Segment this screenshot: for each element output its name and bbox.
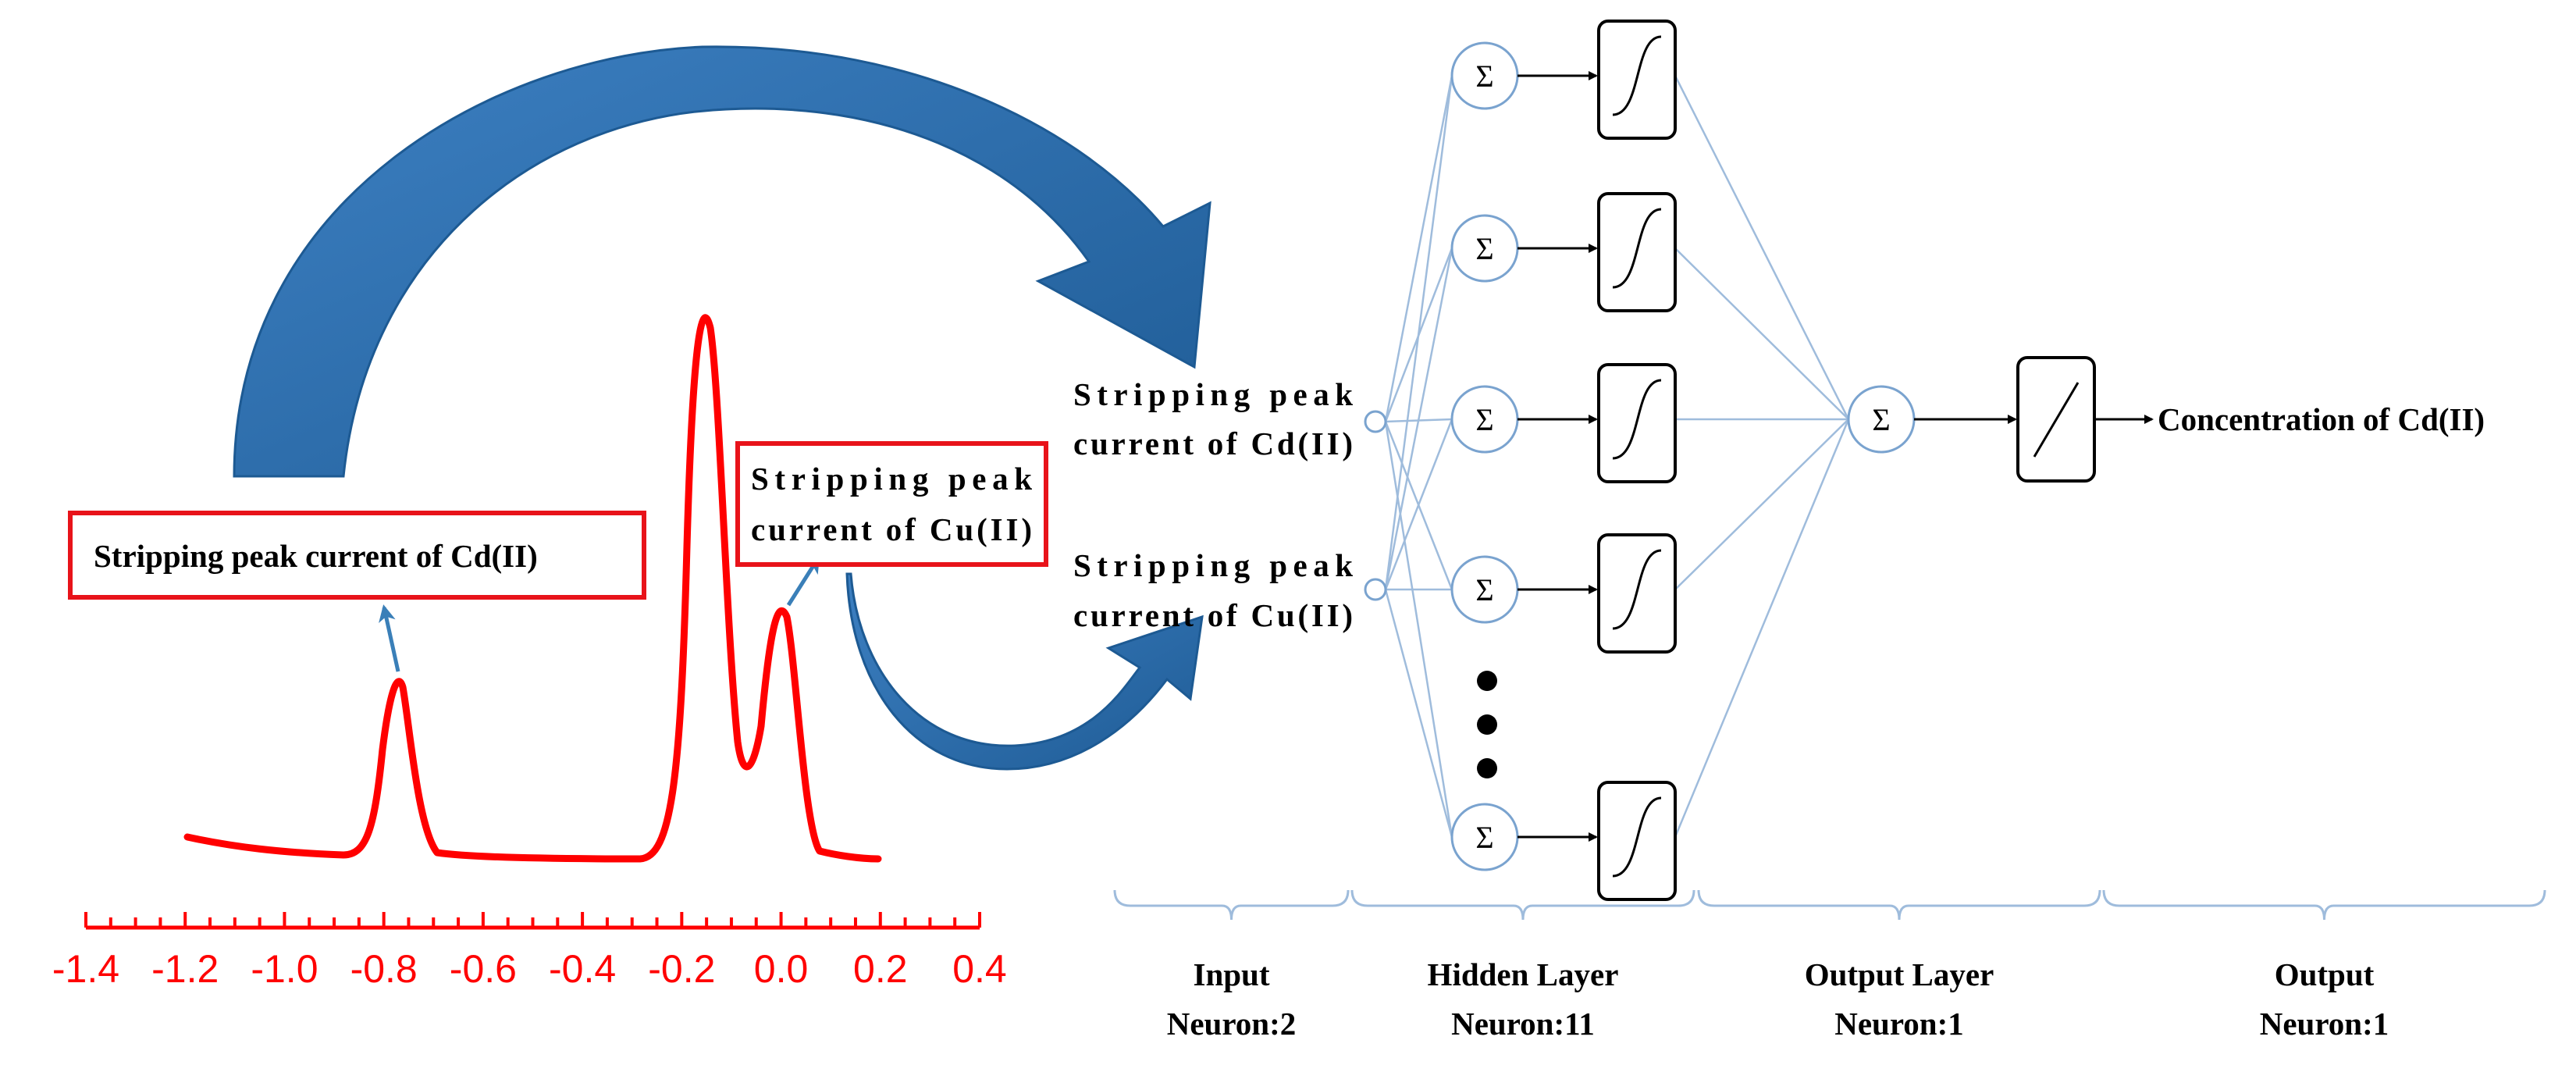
- input-node-cd: [1364, 410, 1387, 433]
- x-axis-tick-label: -0.2: [648, 947, 715, 991]
- x-axis-tick-label: -1.2: [151, 947, 219, 991]
- input-hidden-connection: [1384, 419, 1453, 590]
- hidden-output-connection: [1674, 419, 1850, 838]
- sigmoid-icon: [1612, 549, 1662, 630]
- hidden-sum-symbol: Σ: [1475, 572, 1493, 607]
- upper-curved-arrow: [233, 45, 1212, 478]
- lower-curved-arrow: [845, 572, 1204, 771]
- ellipsis-dot: [1477, 671, 1497, 691]
- layer-label-line2: Neuron:11: [1451, 1006, 1595, 1042]
- sigmoid-icon: [1612, 35, 1662, 116]
- x-axis-tick-label: 0.2: [853, 947, 908, 991]
- hidden-output-connection: [1674, 419, 1849, 590]
- layer-label-line1: Input: [1193, 956, 1269, 992]
- input-hidden-connection: [1384, 75, 1453, 422]
- input-hidden-connection: [1384, 589, 1453, 838]
- layer-label-line2: Neuron:1: [1834, 1006, 1964, 1042]
- layer-brace: [1350, 889, 1695, 921]
- input-cd-label-line1: Stripping peak: [1073, 376, 1353, 412]
- hidden-layer: Σ Σ Σ Σ Σ: [1450, 20, 1677, 901]
- sigmoid-icon: [1612, 796, 1662, 878]
- layer-label-line1: Output Layer: [1805, 956, 1994, 992]
- hidden-sum-symbol: Σ: [1475, 820, 1493, 855]
- hidden-output-connection: [1674, 75, 1850, 420]
- layer-braces: [1113, 889, 2546, 921]
- output-label: Concentration of Cd(II): [2158, 401, 2485, 437]
- hidden-sum-symbol: Σ: [1475, 231, 1493, 266]
- cu-peak-label-box: [735, 441, 1048, 567]
- input-cu-label-line1: Stripping peak: [1073, 547, 1353, 583]
- cd-peak-label: Stripping peak current of Cd(II): [94, 538, 538, 574]
- hidden-output-connection: [1674, 248, 1849, 420]
- input-hidden-connection: [1384, 75, 1453, 590]
- sigmoid-icon: [1612, 208, 1662, 289]
- cu-peak-label-line2: current of Cu(II): [751, 511, 1032, 547]
- layer-brace: [1697, 889, 2101, 921]
- input-cd-label-line2: current of Cd(II): [1073, 426, 1353, 461]
- x-axis-tick-label: 0.0: [754, 947, 809, 991]
- input-hidden-connection: [1384, 421, 1453, 838]
- layer-label-line2: Neuron:1: [2260, 1006, 2389, 1042]
- hidden-sum-symbol: Σ: [1475, 59, 1493, 94]
- ellipsis-dot: [1477, 758, 1497, 778]
- x-axis-tick-label: -0.4: [549, 947, 616, 991]
- x-axis-ticks: [84, 912, 981, 928]
- cd-peak-pointer: [379, 604, 400, 672]
- layer-label-line1: Output: [2275, 956, 2375, 992]
- input-node-cu: [1364, 578, 1387, 601]
- hidden-sum-symbol: Σ: [1475, 402, 1493, 437]
- input-hidden-connection: [1384, 248, 1453, 590]
- x-axis-tick-label: 0.4: [952, 947, 1007, 991]
- voltammogram-curve: [183, 314, 882, 863]
- layer-label-line2: Neuron:2: [1167, 1006, 1297, 1042]
- input-cu-label-line2: current of Cu(II): [1073, 597, 1353, 633]
- x-axis-tick-label: -1.0: [251, 947, 318, 991]
- input-hidden-connections: [1384, 75, 1453, 838]
- linear-activation-icon: [2033, 382, 2080, 458]
- layer-brace: [1113, 889, 1350, 921]
- cu-peak-label-line1: Stripping peak: [751, 461, 1032, 497]
- hidden-output-connections: [1674, 75, 1850, 838]
- x-axis-tick-label: -0.6: [450, 947, 517, 991]
- x-axis-tick-label: -1.4: [52, 947, 119, 991]
- layer-label-line1: Hidden Layer: [1428, 956, 1619, 992]
- cd-peak-label-box: [68, 511, 646, 600]
- ellipsis-dot: [1477, 714, 1497, 735]
- output-sum-symbol: Σ: [1872, 402, 1890, 437]
- x-axis-tick-labels: -1.4 -1.2 -1.0 -0.8 -0.6 -0.4 -0.2 0.0 0.2 0.4: [52, 947, 1007, 991]
- layer-brace: [2102, 889, 2546, 921]
- sigmoid-icon: [1612, 379, 1662, 460]
- x-axis-tick-label: -0.8: [350, 947, 418, 991]
